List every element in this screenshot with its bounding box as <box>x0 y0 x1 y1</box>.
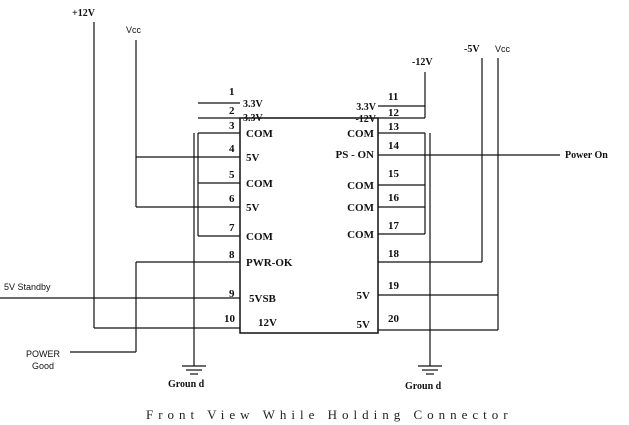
pin-18-number: 18 <box>388 248 400 260</box>
pin-9-number: 9 <box>229 288 235 300</box>
pin-9-label: 5VSB <box>249 293 277 305</box>
label-5v-standby: 5V Standby <box>4 282 51 292</box>
connector-body <box>239 117 379 334</box>
pin-1-number: 1 <box>229 86 235 98</box>
right-pin-numbers: 11 12 13 14 15 16 17 18 19 20 <box>388 91 400 325</box>
pin-19-number: 19 <box>388 280 400 292</box>
pin-13-number: 13 <box>388 121 400 133</box>
label-power-on: Power On <box>565 150 608 161</box>
label-vcc-left: Vcc <box>126 25 142 35</box>
pin-6-label: 5V <box>246 202 260 214</box>
pin-13-label: COM <box>347 128 375 140</box>
label-power-good-2: Good <box>32 361 54 371</box>
label-vcc-right: Vcc <box>495 44 511 54</box>
pin-10-label: 12V <box>258 317 277 329</box>
label-minus-12v: -12V <box>412 57 433 68</box>
label-ground-right: Groun d <box>405 381 442 392</box>
left-external-wires <box>70 22 137 353</box>
left-ground-bus <box>182 133 206 375</box>
pin-1-label: 3.3V <box>243 99 264 110</box>
pin-12-number: 12 <box>388 107 400 119</box>
pin-4-label: 5V <box>246 152 260 164</box>
pin-8-number: 8 <box>229 249 235 261</box>
pin-7-label: COM <box>246 231 274 243</box>
pin-11-label: 3.3V <box>356 102 377 113</box>
pin-7-number: 7 <box>229 222 235 234</box>
pin-3-number: 3 <box>229 120 235 132</box>
pin-2-number: 2 <box>229 105 235 117</box>
pin-17-label: COM <box>347 229 375 241</box>
left-pin-stubs <box>0 102 240 329</box>
pin-5-label: COM <box>246 178 274 190</box>
pin-10-number: 10 <box>224 313 236 325</box>
pin-14-number: 14 <box>388 140 400 152</box>
right-pin-stubs <box>378 105 560 331</box>
label-plus-12v: +12V <box>72 8 96 19</box>
pin-3-label: COM <box>246 128 274 140</box>
pin-15-number: 15 <box>388 168 400 180</box>
pin-19-label: 5V <box>357 290 371 302</box>
pin-12-label: -12V <box>355 114 376 125</box>
pin-4-number: 4 <box>229 143 235 155</box>
pin-20-number: 20 <box>388 313 400 325</box>
diagram-caption: Front View While Holding Connector <box>146 407 513 422</box>
pin-15-label: COM <box>347 180 375 192</box>
right-external-wires <box>418 58 499 375</box>
label-power-good-1: POWER <box>26 349 61 359</box>
pin-16-label: COM <box>347 202 375 214</box>
left-pin-numbers: 1 2 3 4 5 6 7 8 9 10 <box>224 86 236 325</box>
label-minus-5v: -5V <box>464 44 480 55</box>
right-pin-labels: 3.3V -12V COM PS - ON COM COM COM 5V 5V <box>336 102 377 331</box>
pin-17-number: 17 <box>388 220 400 232</box>
label-ground-left: Groun d <box>168 379 205 390</box>
pin-16-number: 16 <box>388 192 400 204</box>
pin-20-label: 5V <box>357 319 371 331</box>
left-pin-labels: 3.3V 3.3V COM 5V COM 5V COM PWR-OK 5VSB … <box>243 99 293 329</box>
pin-11-number: 11 <box>388 91 398 103</box>
pin-5-number: 5 <box>229 169 235 181</box>
pin-6-number: 6 <box>229 193 235 205</box>
pin-8-label: PWR-OK <box>246 257 293 269</box>
pin-14-label: PS - ON <box>336 149 375 161</box>
pin-2-label: 3.3V <box>243 113 264 124</box>
